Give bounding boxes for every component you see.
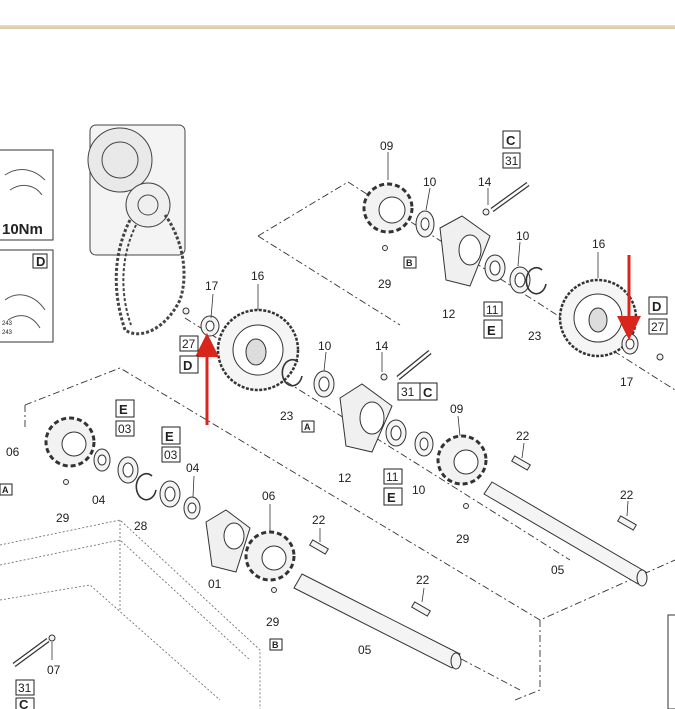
part-label: 29 bbox=[378, 277, 392, 291]
part-label: 22 bbox=[516, 429, 530, 443]
highlight-arrows bbox=[195, 255, 641, 425]
inset-code-a: 243 bbox=[2, 321, 13, 327]
part-label: 22 bbox=[312, 513, 326, 527]
keys bbox=[309, 455, 637, 617]
callout-letter: D bbox=[183, 358, 192, 373]
callout-number: 31 bbox=[505, 154, 519, 168]
callout-letter: B bbox=[406, 258, 413, 268]
part-label: 04 bbox=[186, 461, 200, 475]
part-label: 06 bbox=[6, 445, 20, 459]
part-label: 29 bbox=[266, 615, 280, 629]
callout-letter: A bbox=[2, 485, 9, 495]
part-label: 05 bbox=[551, 563, 565, 577]
leader-lines bbox=[51, 152, 629, 660]
motor-chain-assembly bbox=[87, 124, 186, 336]
part-label: 01 bbox=[208, 577, 222, 591]
callout-letter: E bbox=[165, 429, 174, 444]
part-label: 14 bbox=[478, 175, 492, 189]
callout-letter: E bbox=[487, 323, 496, 338]
part-label: 05 bbox=[358, 643, 372, 657]
sprocket-06-lower bbox=[244, 530, 296, 582]
sprocket-06-left bbox=[44, 416, 96, 468]
callout-number: 11 bbox=[386, 470, 399, 484]
sprocket-16-lower bbox=[216, 308, 300, 392]
frame bbox=[0, 519, 261, 709]
callout-letter: A bbox=[304, 422, 311, 432]
torque-value: 10Nm bbox=[2, 221, 43, 238]
callout-letter: E bbox=[119, 402, 128, 417]
part-label: 29 bbox=[56, 511, 70, 525]
inset-code-b: 243 bbox=[2, 330, 13, 336]
callout-letter: C bbox=[423, 385, 433, 400]
callout-letter: D bbox=[652, 299, 661, 314]
callout-number: 31 bbox=[401, 385, 415, 399]
part-label: 12 bbox=[338, 471, 352, 485]
part-label: 22 bbox=[620, 488, 634, 502]
part-label: 16 bbox=[592, 237, 606, 251]
part-label: 07 bbox=[47, 663, 61, 677]
callout-boxes bbox=[0, 130, 668, 709]
callout-number: 27 bbox=[651, 320, 665, 334]
bearing-housings bbox=[205, 215, 491, 573]
part-label: 09 bbox=[380, 139, 394, 153]
callout-number: 03 bbox=[164, 448, 178, 462]
part-label: 14 bbox=[375, 339, 389, 353]
callout-labels: C 31 B 11 E D 27 27 D A 31 C E 03 E 03 1… bbox=[2, 133, 665, 709]
callout-d-inset: D bbox=[36, 254, 45, 269]
part-label: 29 bbox=[456, 532, 470, 546]
shafts bbox=[293, 481, 648, 670]
part-label: 10 bbox=[318, 339, 332, 353]
part-label: 10 bbox=[423, 175, 437, 189]
sprocket-09-upper bbox=[362, 182, 414, 234]
callout-number: 11 bbox=[486, 303, 499, 317]
part-label: 06 bbox=[262, 489, 276, 503]
part-label: 10 bbox=[516, 229, 530, 243]
part-label: 23 bbox=[528, 329, 542, 343]
top-divider bbox=[0, 25, 675, 29]
bolts bbox=[12, 181, 664, 668]
washers-bearings bbox=[93, 210, 639, 520]
part-label: 04 bbox=[92, 493, 106, 507]
callout-letter: E bbox=[387, 490, 396, 505]
part-label: 12 bbox=[442, 307, 456, 321]
part-label: 10 bbox=[412, 483, 426, 497]
part-label: 28 bbox=[134, 519, 148, 533]
top-band bbox=[0, 0, 675, 28]
part-label: 16 bbox=[251, 269, 265, 283]
part-label: 09 bbox=[450, 402, 464, 416]
side-panel-right bbox=[667, 614, 675, 709]
callout-number: 31 bbox=[18, 681, 32, 695]
callout-letter: B bbox=[272, 640, 279, 650]
sprocket-09-lower bbox=[436, 434, 488, 486]
part-label: 17 bbox=[205, 279, 219, 293]
callout-letter: C bbox=[19, 697, 29, 709]
part-label: 22 bbox=[416, 573, 430, 587]
torque-inset: 10Nm D 243 243 bbox=[0, 149, 54, 343]
part-label: 23 bbox=[280, 409, 294, 423]
callout-number: 03 bbox=[118, 422, 132, 436]
callout-letter: C bbox=[506, 133, 516, 148]
callout-number: 27 bbox=[182, 337, 196, 351]
part-labels: 09 10 14 10 16 29 12 23 17 17 16 10 14 2… bbox=[6, 139, 634, 677]
part-label: 17 bbox=[620, 375, 634, 389]
